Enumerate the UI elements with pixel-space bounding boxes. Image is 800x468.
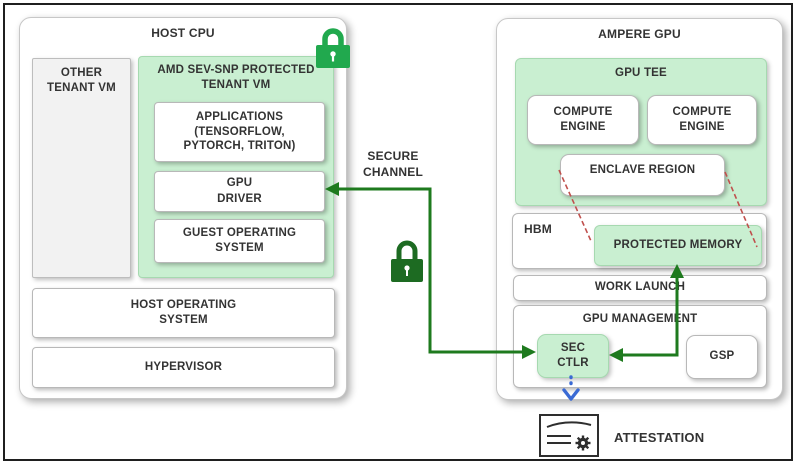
- gpu-management-box: GPU MANAGEMENT SEC CTLR GSP: [513, 305, 767, 388]
- host-cpu-title: HOST CPU: [151, 26, 215, 40]
- secure-channel-lock-icon: [390, 236, 424, 284]
- secure-channel-label: SECURE CHANNEL: [362, 149, 424, 179]
- compute-engine-right-label: COMPUTE ENGINE: [672, 105, 732, 133]
- diagram-outer-border: [3, 3, 793, 461]
- compute-engine-left-label: COMPUTE ENGINE: [553, 105, 613, 133]
- sev-snp-vm-box: AMD SEV-SNP PROTECTED TENANT VM APPLICAT…: [138, 56, 334, 278]
- attestation-label: ATTESTATION: [614, 430, 705, 445]
- gpu-tee-title: GPU TEE: [615, 67, 667, 79]
- sec-ctlr-label: SEC CTLR: [557, 341, 589, 369]
- gear-glyph: [575, 435, 591, 451]
- gpu-management-title: GPU MANAGEMENT: [582, 313, 698, 325]
- gpu-driver-label: GPU DRIVER: [217, 177, 262, 205]
- enclave-region-box: ENCLAVE REGION: [560, 154, 725, 196]
- guest-os-box: GUEST OPERATING SYSTEM: [154, 219, 325, 263]
- hypervisor-box: HYPERVISOR: [32, 347, 335, 388]
- hbm-label: HBM: [524, 222, 552, 236]
- sev-snp-vm-title: AMD SEV-SNP PROTECTED TENANT VM: [157, 64, 315, 92]
- guest-os-label: GUEST OPERATING SYSTEM: [182, 226, 297, 254]
- other-tenant-vm-label: OTHER TENANT VM: [47, 67, 116, 95]
- gpu-driver-box: GPU DRIVER: [154, 171, 325, 212]
- applications-label: APPLICATIONS (TENSORFLOW, PYTORCH, TRITO…: [183, 110, 296, 153]
- host-os-label: HOST OPERATING SYSTEM: [130, 298, 237, 326]
- vm-lock-icon: [314, 25, 352, 70]
- applications-box: APPLICATIONS (TENSORFLOW, PYTORCH, TRITO…: [154, 102, 325, 162]
- sec-ctlr-box: SEC CTLR: [537, 334, 609, 378]
- protected-memory-box: PROTECTED MEMORY: [594, 225, 762, 266]
- compute-engine-left-box: COMPUTE ENGINE: [527, 95, 639, 145]
- gsp-box: GSP: [686, 335, 758, 379]
- work-launch-label: WORK LAUNCH: [594, 281, 686, 294]
- ampere-gpu-box: AMPERE GPU GPU TEE COMPUTE ENGINE COMPUT…: [496, 18, 783, 400]
- certificate-icon: [539, 414, 599, 457]
- work-launch-box: WORK LAUNCH: [513, 275, 767, 301]
- gpu-tee-box: GPU TEE COMPUTE ENGINE COMPUTE ENGINE EN…: [515, 58, 767, 206]
- other-tenant-vm-box: OTHER TENANT VM: [32, 58, 131, 278]
- ampere-gpu-title: AMPERE GPU: [598, 27, 681, 41]
- host-os-box: HOST OPERATING SYSTEM: [32, 288, 335, 338]
- gsp-label: GSP: [709, 350, 735, 363]
- host-cpu-box: HOST CPU OTHER TENANT VM AMD SEV-SNP PRO…: [19, 17, 347, 399]
- hypervisor-label: HYPERVISOR: [144, 360, 223, 373]
- hbm-box: HBM PROTECTED MEMORY: [512, 213, 767, 269]
- protected-memory-label: PROTECTED MEMORY: [613, 238, 743, 251]
- enclave-region-label: ENCLAVE REGION: [589, 164, 696, 176]
- compute-engine-right-box: COMPUTE ENGINE: [647, 95, 757, 145]
